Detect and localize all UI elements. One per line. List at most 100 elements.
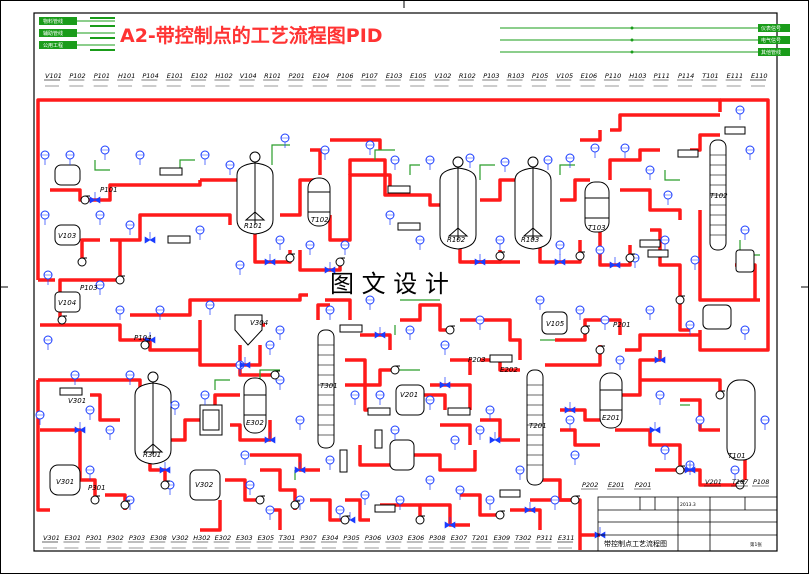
- equipment-label: E110: [751, 72, 768, 80]
- pump-icon: [115, 275, 125, 285]
- equipment-label: P202: [582, 481, 598, 489]
- equipment-label: R103: [508, 72, 525, 80]
- legend-label: 仪表信号: [761, 25, 781, 32]
- reactor-r103: [514, 156, 552, 250]
- pump-icon: [715, 390, 725, 400]
- title-block: [597, 496, 778, 552]
- title-block-name: 带控制点工艺流程图: [604, 539, 667, 548]
- pumps: [57, 195, 745, 525]
- pump-icon: [675, 465, 685, 475]
- equipment-label: V201: [705, 478, 722, 486]
- reactor-r301: [134, 371, 172, 465]
- drum-v106: [702, 304, 732, 330]
- pump-icon: [270, 370, 280, 380]
- equipment-label: V303: [386, 534, 403, 542]
- equipment-label: V301: [43, 534, 60, 542]
- legend-right: 仪表信号 电气信号 其他管线: [500, 24, 790, 56]
- drum-v301: [49, 464, 81, 496]
- equipment-label: H101: [118, 72, 135, 80]
- column-t301: [317, 329, 335, 449]
- pump-icon: [495, 510, 505, 520]
- drawing-title: A2-带控制点的工艺流程图PID: [120, 24, 383, 47]
- drum-v104: [54, 291, 81, 313]
- equipment-label: P104: [142, 72, 158, 80]
- equipment-label: E103: [386, 72, 403, 80]
- tag-v103: V103: [58, 232, 76, 240]
- legend-left: 物料管线 辅助管线 公用工程: [39, 17, 115, 51]
- process-lines: [36, 98, 770, 550]
- tag-p201: P201: [613, 321, 631, 329]
- equipment-label: E111: [727, 72, 744, 80]
- equipment-label: P311: [537, 534, 553, 542]
- tag-t101-top: T102: [710, 192, 728, 200]
- equipment-label: H103: [629, 72, 646, 80]
- equipment-label: P108: [753, 478, 769, 486]
- column-t101: [726, 379, 756, 461]
- legend-label: 物料管线: [43, 18, 63, 25]
- title-block-sheet: 第1张: [750, 541, 762, 548]
- pump-icon: [390, 365, 400, 375]
- column-t103: [584, 181, 610, 233]
- tag-v201: V201: [400, 391, 418, 399]
- equipment-label: V302: [172, 534, 189, 542]
- equipment-tags: R101 R102 R103 R301 T102 T103 T102 T301 …: [56, 186, 746, 492]
- tag-v305: V304: [250, 319, 268, 327]
- pump-icon: [80, 195, 90, 205]
- tag-v302: V302: [195, 481, 214, 489]
- legend-label: 电气信号: [761, 37, 781, 44]
- legend-label: 辅助管线: [43, 30, 63, 37]
- tag-v301: V301: [56, 478, 74, 486]
- equipment-label: P103: [483, 72, 499, 80]
- equipment-label: P106: [337, 72, 353, 80]
- reactor-r102: [439, 156, 477, 250]
- pump-icon: [120, 500, 130, 510]
- equipment-label: P107: [361, 72, 378, 80]
- column-e201: [599, 372, 623, 429]
- reactor-r101: [236, 151, 274, 235]
- equipment-label: P102: [69, 72, 85, 80]
- pump-icon: [495, 251, 505, 261]
- column-t101-top: [709, 139, 727, 251]
- equipment-label: P306: [365, 534, 381, 542]
- tag-t301: T301: [320, 382, 338, 390]
- equipment-label: E102: [191, 72, 208, 80]
- equipment-label: P301: [86, 534, 102, 542]
- equipment-label: P101: [94, 72, 110, 80]
- pump-icon: [595, 345, 605, 355]
- column-t102: [307, 177, 331, 227]
- tag-e301: V301: [68, 397, 86, 405]
- tag-t103: T103: [588, 224, 606, 232]
- legend-swatch: [758, 48, 790, 56]
- equipment-label: E307: [451, 534, 468, 542]
- tag-p104: P104: [134, 334, 152, 342]
- drum-v103: [54, 224, 81, 246]
- drum-v303: [389, 439, 415, 471]
- equipment-label: H302: [193, 534, 210, 542]
- legend-label: 公用工程: [43, 42, 63, 49]
- equipment-label: T201: [472, 534, 488, 542]
- column-e302: [243, 377, 267, 434]
- equipment-label: P111: [654, 72, 670, 80]
- equipment-label: E306: [408, 534, 425, 542]
- legend-swatch: [39, 41, 77, 49]
- instruments: [35, 105, 770, 539]
- tag-p103: P103: [80, 284, 98, 292]
- equipment-label: P114: [678, 72, 694, 80]
- legend-swatch: [758, 24, 790, 32]
- equipment-label: E305: [258, 534, 275, 542]
- tag-p101: P101: [100, 186, 118, 194]
- tag-r103: R103: [521, 236, 539, 244]
- pump-icon: [77, 257, 87, 267]
- equipment-label: E104: [313, 72, 330, 80]
- pump-icon: [160, 480, 170, 490]
- equipment-label: P110: [605, 72, 621, 80]
- equipment-label: E105: [410, 72, 427, 80]
- tag-v105: V105: [546, 320, 565, 328]
- pump-icon: [575, 251, 585, 261]
- drum-v302: [189, 469, 221, 501]
- pump-icon: [285, 253, 295, 263]
